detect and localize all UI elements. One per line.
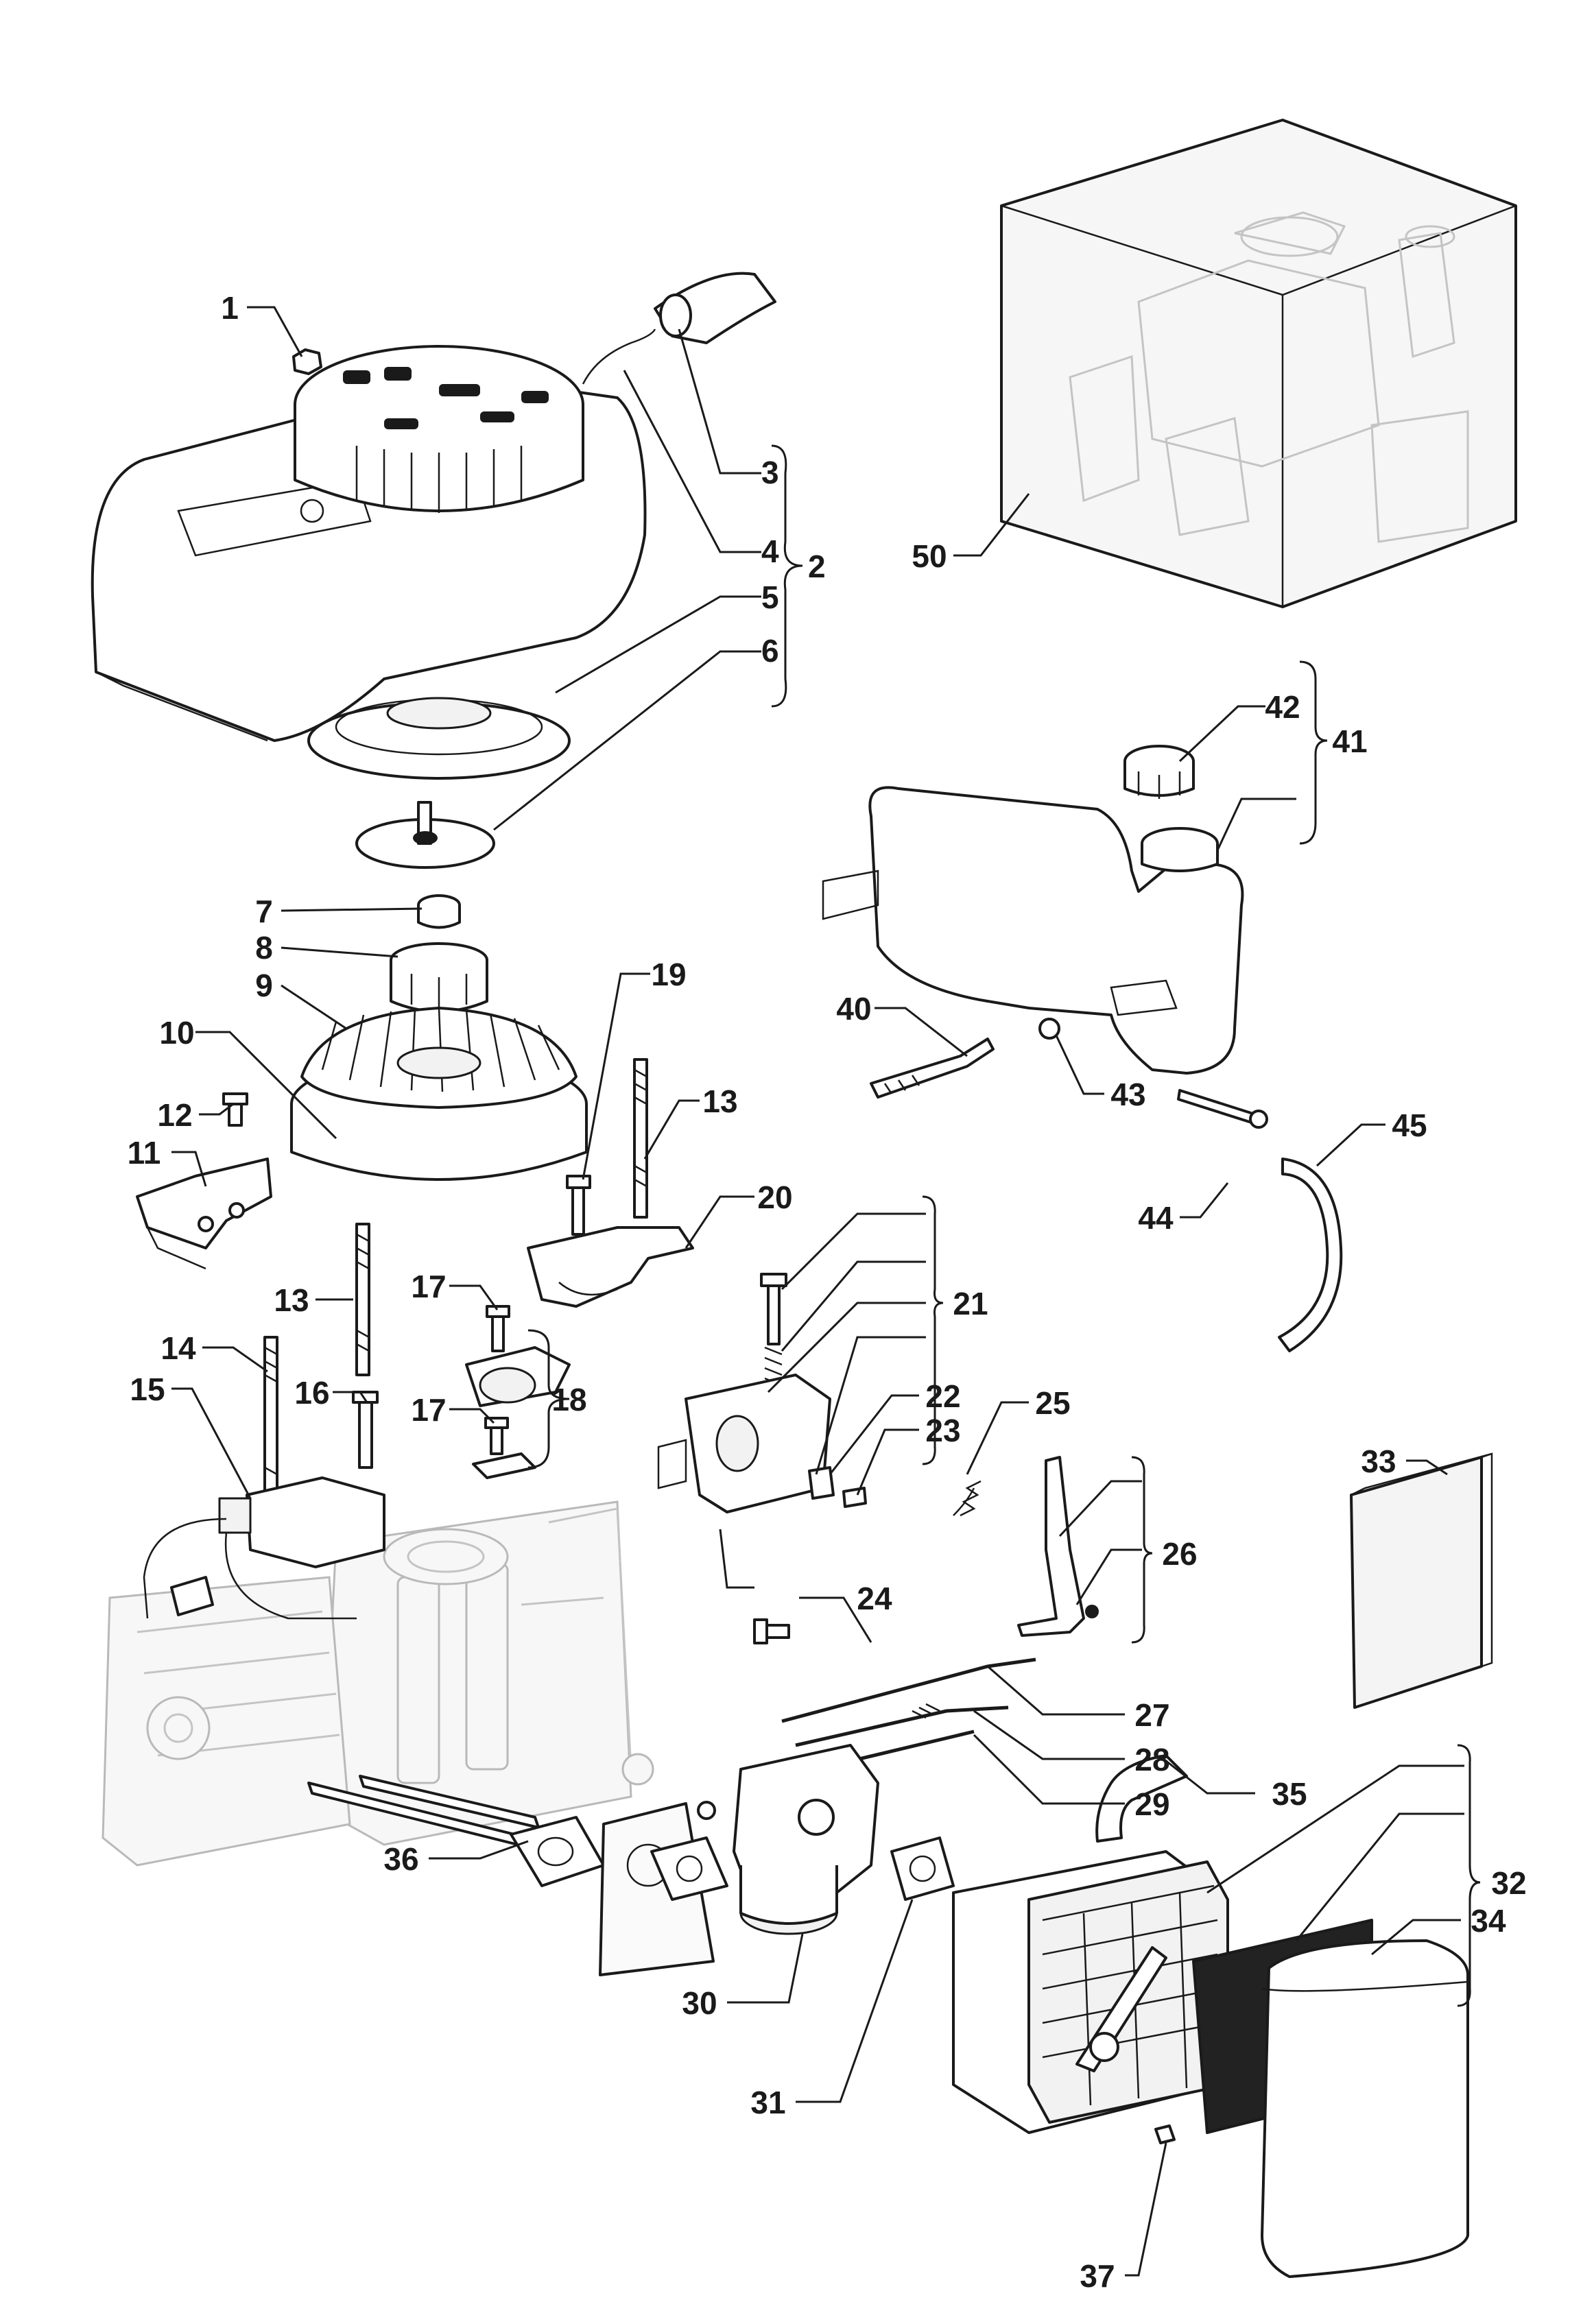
callout-36: 36 (383, 1841, 418, 1877)
part-25-26-spring-lever (953, 1456, 1099, 1637)
part-13-studs (355, 1058, 648, 1376)
part-40-45-fuel-tank (822, 745, 1343, 1352)
callout-24: 24 (857, 1581, 892, 1616)
callout-20: 20 (757, 1179, 792, 1215)
callout-17-upper: 17 (411, 1269, 446, 1304)
part-32-37-air-filter (952, 1754, 1469, 2278)
callout-18: 18 (551, 1382, 586, 1417)
callout-15: 15 (130, 1371, 165, 1407)
callout-1: 1 (221, 290, 239, 326)
callout-10: 10 (159, 1015, 194, 1051)
callout-13-upper: 13 (702, 1083, 737, 1119)
part-1-nut (292, 348, 322, 375)
callout-2: 2 (808, 549, 826, 584)
callout-19: 19 (651, 957, 686, 992)
engine-block-ghost (102, 1500, 654, 1867)
part-11-12-cover (136, 1092, 272, 1270)
callout-28: 28 (1134, 1742, 1169, 1777)
leader-lines (171, 306, 1481, 2277)
callout-7: 7 (255, 894, 273, 929)
callout-35: 35 (1272, 1776, 1307, 1812)
callout-50: 50 (912, 538, 947, 574)
callout-25: 25 (1035, 1385, 1070, 1421)
callout-12: 12 (157, 1097, 192, 1133)
part-2-recoil-starter (91, 272, 776, 869)
part-21-24-control-bracket (657, 1273, 867, 1644)
callout-8: 8 (255, 930, 273, 966)
callout-32: 32 (1491, 1865, 1526, 1901)
part-7-8-nut-cup (390, 894, 488, 1013)
callout-43: 43 (1110, 1077, 1145, 1112)
part-14-15-16-ignition-coil (143, 1336, 385, 1620)
callout-13-lower: 13 (274, 1282, 309, 1318)
part-36-studs-gaskets (307, 1775, 728, 1976)
callout-26: 26 (1162, 1536, 1197, 1572)
part-17-18-governor (465, 1305, 571, 1479)
callout-21: 21 (953, 1286, 988, 1321)
callout-23: 23 (925, 1413, 960, 1448)
callout-6: 6 (761, 633, 779, 669)
callout-37: 37 (1080, 2258, 1115, 2294)
part-30-31-carburetor (733, 1744, 955, 1935)
callout-5: 5 (761, 579, 779, 615)
part-19-20-bracket (527, 1175, 694, 1308)
callout-9: 9 (255, 968, 273, 1003)
callout-4: 4 (761, 534, 779, 569)
part-50-engine-box (1000, 119, 1517, 608)
callout-30: 30 (682, 1985, 717, 2021)
callout-34: 34 (1471, 1903, 1506, 1939)
callout-27: 27 (1134, 1697, 1169, 1733)
callout-3: 3 (761, 455, 779, 490)
callout-44: 44 (1138, 1200, 1174, 1236)
callout-29: 29 (1134, 1786, 1169, 1822)
callout-labels: 1 3 4 2 5 6 7 8 9 10 12 11 19 13 20 13 1… (128, 290, 1527, 2294)
callout-42: 42 (1265, 689, 1300, 725)
part-9-10-flywheel (290, 1007, 588, 1181)
callout-41: 41 (1332, 723, 1367, 759)
callout-14: 14 (160, 1330, 196, 1366)
callout-33: 33 (1361, 1443, 1396, 1479)
callout-16: 16 (294, 1375, 329, 1411)
callout-40: 40 (836, 991, 871, 1027)
callout-45: 45 (1392, 1107, 1427, 1143)
part-33-foam-filter (1350, 1452, 1493, 1709)
callout-31: 31 (750, 2085, 785, 2120)
callout-22: 22 (925, 1378, 960, 1414)
callout-11: 11 (128, 1135, 161, 1171)
callout-17-lower: 17 (411, 1392, 446, 1428)
